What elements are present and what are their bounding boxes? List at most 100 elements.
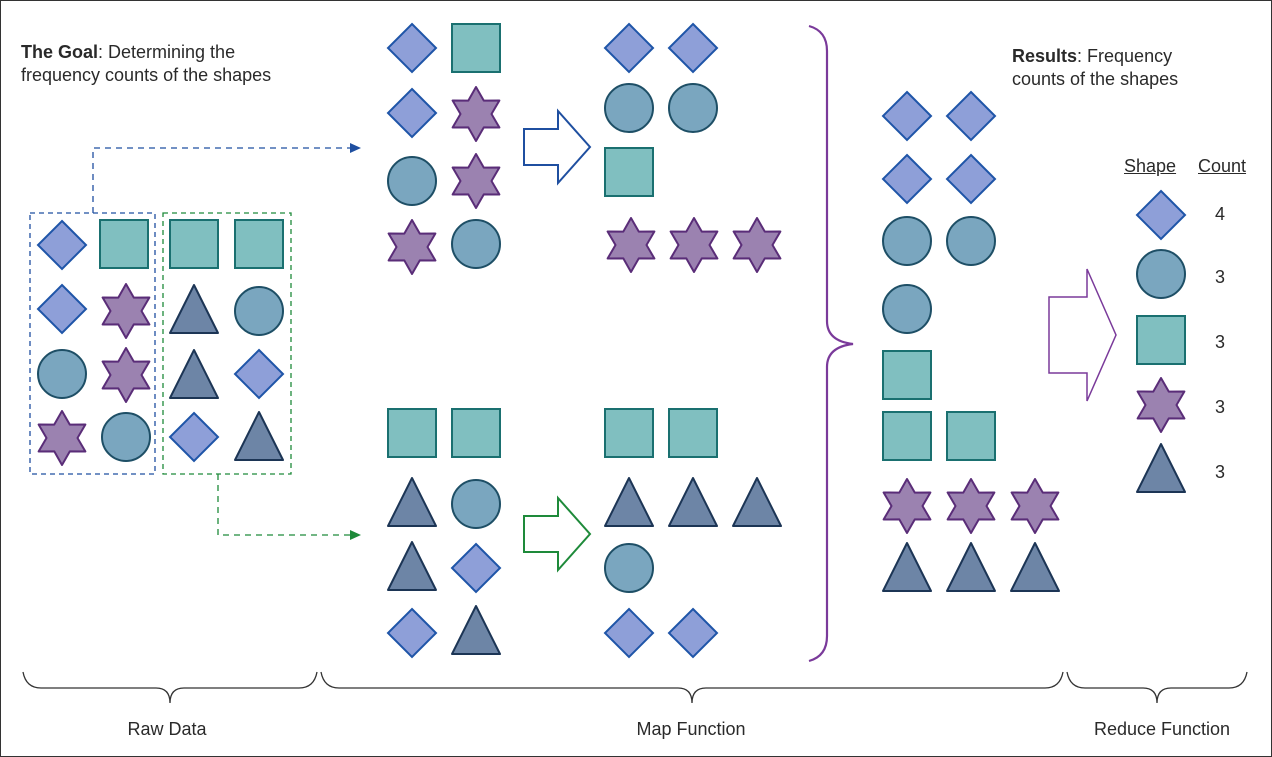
star-shape xyxy=(669,217,719,273)
star-shape xyxy=(37,410,87,466)
triangle-shape xyxy=(169,284,219,334)
brace-raw-data xyxy=(22,671,318,704)
circle-shape xyxy=(946,216,996,266)
diamond-shape xyxy=(667,607,719,659)
triangle-shape xyxy=(387,477,437,527)
diamond-shape xyxy=(450,542,502,594)
results-text: Results: Frequency counts of the shapes xyxy=(1012,45,1178,91)
triangle-shape xyxy=(732,477,782,527)
split-1-arrowhead xyxy=(350,143,361,153)
diamond-shape xyxy=(36,219,88,271)
map-arrow-bottom xyxy=(523,495,592,573)
diamond-shape xyxy=(945,90,997,142)
count-star: 3 xyxy=(1214,397,1225,417)
map-arrow-top xyxy=(523,108,592,186)
brace-map-function xyxy=(320,671,1064,704)
count-square: 3 xyxy=(1214,332,1225,352)
split-1-connector xyxy=(92,147,353,213)
triangle-shape xyxy=(234,411,284,461)
star-shape xyxy=(882,478,932,534)
star-shape xyxy=(606,217,656,273)
reduce-arrow xyxy=(1048,268,1117,402)
square-shape xyxy=(668,408,718,458)
circle-shape xyxy=(101,412,151,462)
split-2-connector xyxy=(217,474,353,536)
square-shape xyxy=(946,411,996,461)
diamond-shape xyxy=(881,90,933,142)
triangle-shape xyxy=(882,542,932,592)
diamond-shape xyxy=(36,283,88,335)
count-diamond: 4 xyxy=(1214,204,1225,224)
diamond-shape xyxy=(603,22,655,74)
circle-shape xyxy=(882,284,932,334)
diamond-shape xyxy=(386,607,438,659)
triangle-shape xyxy=(1136,443,1186,493)
section-raw-data: Raw Data xyxy=(127,719,207,739)
star-shape xyxy=(946,478,996,534)
square-shape xyxy=(604,147,654,197)
diamond-shape xyxy=(667,22,719,74)
triangle-shape xyxy=(1010,542,1060,592)
raw-split-2-box xyxy=(162,212,292,475)
table-header-shape: Shape xyxy=(1124,156,1177,176)
square-shape xyxy=(451,408,501,458)
circle-shape xyxy=(604,543,654,593)
star-shape xyxy=(1010,478,1060,534)
star-shape xyxy=(451,86,501,142)
triangle-shape xyxy=(604,477,654,527)
circle-shape xyxy=(604,83,654,133)
star-shape xyxy=(451,153,501,209)
triangle-shape xyxy=(668,477,718,527)
circle-shape xyxy=(387,156,437,206)
diamond-shape xyxy=(233,348,285,400)
combine-brace xyxy=(808,24,854,663)
square-shape xyxy=(99,219,149,269)
star-shape xyxy=(387,219,437,275)
diamond-shape xyxy=(1135,189,1187,241)
diamond-shape xyxy=(168,411,220,463)
circle-shape xyxy=(234,286,284,336)
results-label: Results xyxy=(1012,46,1078,66)
diamond-shape xyxy=(386,22,438,74)
results-text-line1: : Frequency xyxy=(1077,46,1173,66)
star-shape xyxy=(1136,377,1186,433)
section-reduce-function: Reduce Function xyxy=(1093,719,1231,739)
goal-label: The Goal xyxy=(21,42,99,62)
square-shape xyxy=(882,411,932,461)
goal-text-line1: : Determining the xyxy=(98,42,236,62)
triangle-shape xyxy=(387,541,437,591)
circle-shape xyxy=(882,216,932,266)
count-circle: 3 xyxy=(1214,267,1225,287)
brace-reduce-function xyxy=(1066,671,1248,704)
table-header-count: Count xyxy=(1198,156,1247,176)
square-shape xyxy=(604,408,654,458)
square-shape xyxy=(169,219,219,269)
split-2-arrowhead xyxy=(350,530,361,540)
raw-split-1-box xyxy=(29,212,156,475)
diamond-shape xyxy=(386,87,438,139)
triangle-shape xyxy=(946,542,996,592)
circle-shape xyxy=(37,349,87,399)
diamond-shape xyxy=(881,153,933,205)
square-shape xyxy=(882,350,932,400)
diamond-shape xyxy=(603,607,655,659)
results-text-line2: counts of the shapes xyxy=(1012,69,1179,89)
count-triangle: 3 xyxy=(1214,462,1225,482)
circle-shape xyxy=(451,479,501,529)
star-shape xyxy=(101,283,151,339)
star-shape xyxy=(101,347,151,403)
star-shape xyxy=(732,217,782,273)
square-shape xyxy=(451,23,501,73)
goal-text-line2: frequency counts of the shapes xyxy=(21,65,272,85)
circle-shape xyxy=(1136,249,1186,299)
triangle-shape xyxy=(451,605,501,655)
square-shape xyxy=(234,219,284,269)
square-shape xyxy=(1136,315,1186,365)
section-map-function: Map Function xyxy=(636,719,746,739)
diamond-shape xyxy=(945,153,997,205)
circle-shape xyxy=(668,83,718,133)
goal-text: The Goal: Determining the frequency coun… xyxy=(21,41,271,87)
square-shape xyxy=(387,408,437,458)
